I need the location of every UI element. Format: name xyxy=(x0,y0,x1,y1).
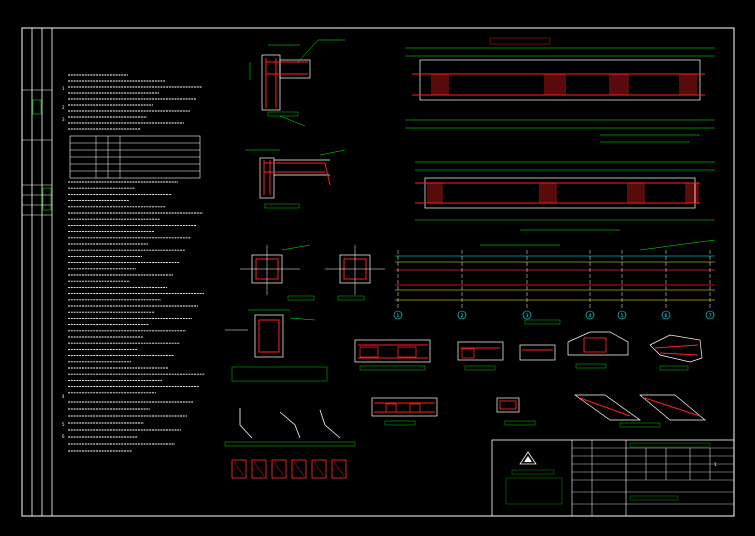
svg-text:1: 1 xyxy=(62,86,65,91)
binding-strip xyxy=(22,28,53,516)
axis-bubble xyxy=(705,310,715,320)
general-notes: 1 2 3 4 5 6 xyxy=(62,74,205,452)
stirrup-shape xyxy=(331,459,347,479)
axis-bubble xyxy=(393,310,403,320)
detail-beam-section xyxy=(225,309,328,382)
beam-plan-with-axes: 1 2 3 4 5 6 7 xyxy=(393,239,716,325)
axis-bubble xyxy=(522,310,532,320)
axis-bubble xyxy=(661,310,671,320)
axis-bubble xyxy=(585,310,595,320)
notes-table xyxy=(69,135,201,179)
stirrup-shape xyxy=(231,459,247,479)
lower-beam-details xyxy=(354,331,706,428)
svg-text:6: 6 xyxy=(62,434,65,439)
axis-label: 1 xyxy=(397,313,400,319)
axis-bubble xyxy=(617,310,627,320)
sheet-number: 1 xyxy=(714,462,717,467)
axis-label: 6 xyxy=(665,313,668,319)
notes-text-lines xyxy=(68,74,205,452)
outer-frame xyxy=(21,27,735,517)
beam-elevation-2 xyxy=(415,161,715,231)
svg-text:2: 2 xyxy=(62,105,65,110)
stirrup-shapes-row xyxy=(231,459,347,479)
rebar-hook-details xyxy=(224,408,356,447)
stirrup-shape xyxy=(311,459,327,479)
axis-bubble xyxy=(457,310,467,320)
beam-elevation-1 xyxy=(405,37,715,143)
svg-text:4: 4 xyxy=(62,394,65,399)
detail-column-beam-joint-1 xyxy=(249,39,345,127)
detail-column-beam-joint-2 xyxy=(245,149,346,209)
axis-label: 7 xyxy=(709,313,712,319)
stirrup-shape xyxy=(251,459,267,479)
svg-text:3: 3 xyxy=(62,117,65,122)
detail-column-sections xyxy=(240,244,385,301)
section-numbers: 1 2 3 4 5 6 xyxy=(62,86,65,439)
svg-text:5: 5 xyxy=(62,422,65,427)
axis-label: 2 xyxy=(461,313,464,319)
company-logo-icon xyxy=(519,451,537,465)
title-block: 1 xyxy=(491,439,735,517)
stirrup-shape xyxy=(291,459,307,479)
axis-label: 4 xyxy=(589,313,592,319)
axis-label: 5 xyxy=(621,313,624,319)
axis-label: 3 xyxy=(526,313,529,319)
stirrup-shape xyxy=(271,459,287,479)
